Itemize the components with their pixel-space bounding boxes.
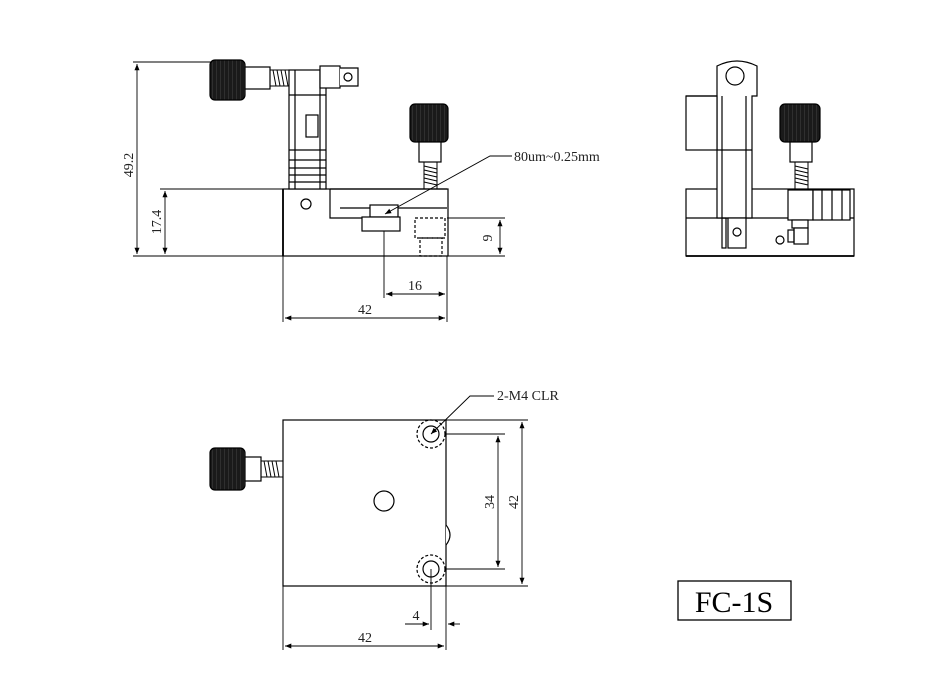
top-plate bbox=[282, 419, 447, 587]
model-label: FC-1S bbox=[695, 586, 773, 619]
side-view bbox=[685, 60, 855, 257]
dim-hole-spacing: 34 bbox=[483, 495, 498, 509]
dim-right-height: 9 bbox=[481, 235, 496, 242]
top-knob-icon bbox=[209, 59, 246, 101]
top-center-hole bbox=[373, 490, 395, 512]
top-view-knob-icon bbox=[209, 447, 246, 491]
dim-top-width: 42 bbox=[358, 631, 372, 646]
front-slider-block bbox=[369, 204, 399, 218]
dim-front-width: 42 bbox=[358, 303, 372, 318]
right-knob-icon bbox=[409, 103, 449, 143]
top-view bbox=[209, 419, 451, 587]
callout-travel: 80um~0.25mm bbox=[514, 150, 600, 165]
top-dimensions bbox=[282, 395, 528, 650]
dim-top-side: 42 bbox=[507, 495, 522, 509]
dim-total-height: 49.2 bbox=[122, 153, 137, 178]
mount-hole-top bbox=[422, 425, 440, 443]
dim-base-height: 17.4 bbox=[150, 210, 165, 235]
front-dimensions bbox=[133, 61, 512, 322]
side-knob-icon bbox=[779, 103, 821, 143]
callout-holes: 2-M4 CLR bbox=[497, 389, 560, 404]
dim-offset: 16 bbox=[408, 279, 422, 294]
model-label-box: FC-1S bbox=[677, 580, 792, 621]
front-view bbox=[209, 59, 449, 257]
front-base-hole bbox=[300, 198, 312, 210]
dim-hole-offset: 4 bbox=[413, 609, 420, 624]
